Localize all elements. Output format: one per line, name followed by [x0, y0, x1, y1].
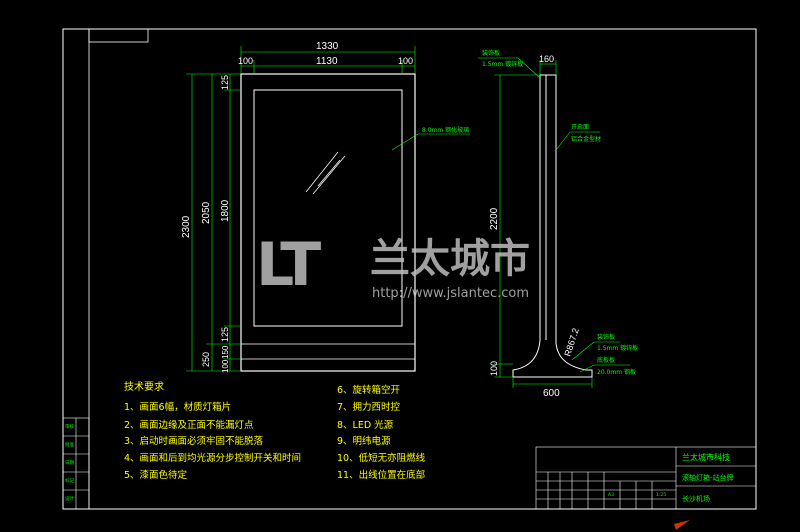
dim-side-height: 2200 — [489, 207, 500, 230]
lightbox-screen — [253, 89, 403, 327]
requirement-item: 3、启动时画面必须牢固不能脱落 — [124, 435, 264, 447]
dim-panel-height: 2050 — [201, 201, 212, 224]
left-strip — [62, 417, 90, 510]
lightbox-outer — [240, 73, 416, 372]
title-block — [535, 446, 757, 510]
dim-inner-height: 1800 — [220, 199, 231, 222]
front-view — [240, 73, 470, 372]
dim-overall-height: 2300 — [181, 215, 192, 238]
dim-right-margin: 100 — [398, 56, 413, 66]
watermark-logo: LT — [256, 230, 321, 300]
title-small-right: 1:25 — [656, 492, 666, 498]
label-base2: 1.5mm 镀锌板 — [597, 344, 638, 352]
label-base3: 底板板 — [597, 356, 615, 364]
corner-box — [88, 28, 149, 43]
dim-side-base-width: 600 — [543, 388, 560, 399]
requirement-item: 1、画面6幅，材质灯箱片 — [124, 401, 231, 413]
front-dims-top — [240, 46, 416, 74]
requirement-item: 4、画面和后到均光源分步控制开关和时间 — [124, 452, 301, 464]
cursor-icon — [674, 520, 690, 530]
strip-label: 设计 — [65, 495, 74, 502]
requirement-item: 9、明纬电源 — [337, 435, 391, 447]
strip-label: 日期 — [65, 460, 74, 466]
watermark-url: http://www.jslantec.com — [372, 286, 529, 301]
dim-inner-width: 1130 — [316, 56, 338, 67]
front-dims-left — [186, 73, 241, 372]
label-base4: 20.0mm 钢板 — [597, 368, 636, 376]
dim-radius: R867.2 — [562, 327, 580, 358]
watermark: LT 兰太城市 http://www.jslantec.com — [256, 230, 530, 301]
requirement-item: 8、LED 光源 — [337, 419, 394, 431]
watermark-brand: 兰太城市 — [370, 236, 530, 282]
requirement-item: 5、漆面色待定 — [124, 469, 188, 481]
label-side-top: 装饰板 — [482, 49, 500, 57]
strip-label: 审核 — [65, 423, 74, 430]
strip-label: 标记 — [65, 477, 74, 484]
side-view — [512, 74, 593, 378]
dim-top-band: 125 — [220, 75, 230, 90]
dim-left-margin: 100 — [238, 56, 253, 66]
side-dims — [478, 57, 630, 388]
requirement-item: 6、旋转箱空开 — [337, 384, 401, 396]
requirements-title: 技术要求 — [124, 380, 164, 393]
title-small-left: A3 — [608, 492, 614, 498]
requirement-item: 7、拥力西时控 — [337, 401, 401, 413]
title-note: 长沙机场 — [682, 494, 710, 503]
dim-side-base-height: 100 — [489, 361, 499, 376]
dim-side-width: 160 — [539, 54, 554, 64]
inner-frame — [88, 28, 757, 510]
requirement-item: 11、出线位置在底部 — [337, 469, 425, 481]
title-company: 兰太城市科技 — [682, 452, 730, 462]
strip-label: 批准 — [65, 441, 74, 448]
dim-overall-width: 1330 — [316, 41, 339, 52]
label-glass: 8.0mm 钢化玻璃 — [422, 126, 469, 134]
requirement-item: 10、低短无亦阻燃线 — [337, 452, 426, 464]
label-side-top2: 1.5mm 镀锌板 — [482, 60, 523, 68]
requirement-item: 2、画面边缘及正面不能漏灯点 — [124, 419, 254, 431]
dim-base-a: 150 — [221, 345, 230, 359]
dim-base-b: 100 — [221, 359, 230, 373]
label-side-mid2: 铝合金型材 — [571, 135, 601, 143]
dim-bottom-band: 125 — [220, 327, 230, 342]
label-side-mid: 开启面 — [571, 123, 589, 131]
title-product: 滚轴灯箱-站台牌 — [682, 473, 734, 482]
label-base1: 装饰板 — [597, 333, 615, 341]
dim-base-total: 250 — [201, 352, 211, 367]
